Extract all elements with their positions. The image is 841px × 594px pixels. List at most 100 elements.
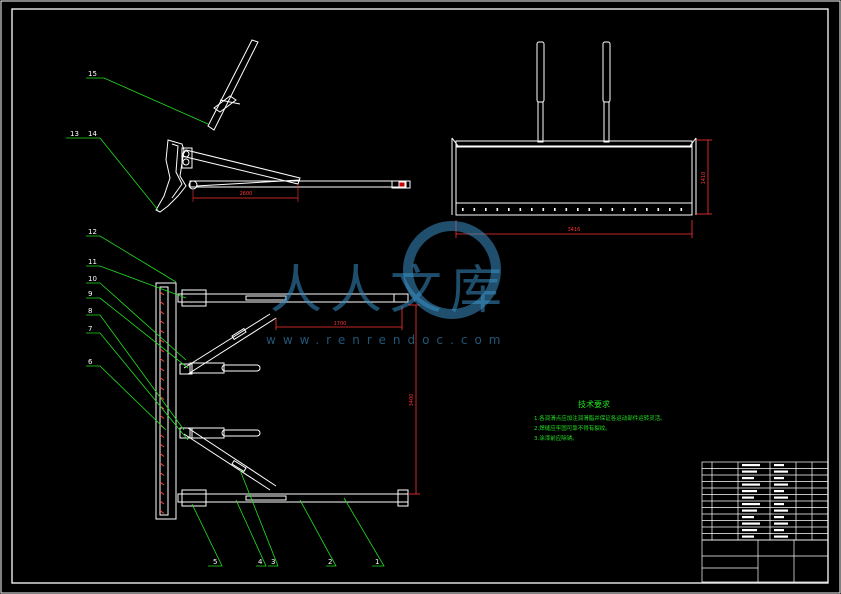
watermark-url: www.renrendoc.com [266, 333, 508, 347]
notes-line-1: 1.各润滑点应加注润滑脂并保证各运动部件运转灵活。 [534, 416, 666, 422]
bolt-mark [623, 208, 625, 211]
bolt-mark [462, 208, 464, 211]
title-block-cell-text [742, 503, 760, 506]
notes-line-2: 2.焊缝应牢固可靠不得有裂纹。 [534, 426, 611, 432]
top-view-hatch [159, 291, 165, 514]
notes-line-3: 3.涂漆前应除锈。 [534, 436, 578, 442]
bolt-mark [634, 208, 637, 211]
part-label-4: 4 [258, 558, 263, 566]
hatch-tick [159, 310, 165, 315]
hatch-tick [159, 415, 165, 419]
title-block-cell-text [742, 470, 757, 473]
part-label-6: 6 [88, 358, 93, 366]
part-labels: 15 13 14 12 11 10 9 8 7 6 5 4 3 2 1 [70, 70, 379, 566]
part-label-9: 9 [88, 290, 92, 298]
title-block-cell-text [774, 490, 784, 493]
notes-title: 技术要求 [578, 400, 610, 409]
bolt-mark [669, 208, 671, 211]
title-block-cell-text [774, 464, 784, 467]
part-label-8: 8 [88, 307, 92, 315]
dim-front-height: 1410 [701, 172, 707, 185]
title-block-cell-text [774, 522, 788, 525]
part-label-12: 12 [88, 228, 97, 236]
title-block-cell-text [742, 496, 754, 499]
hatch-tick [159, 472, 165, 476]
side-view [155, 39, 411, 213]
bolt-mark [542, 208, 545, 211]
title-block-cell-text [742, 535, 754, 538]
bolt-mark [496, 208, 499, 211]
title-block-cell-text [774, 529, 784, 532]
bolt-mark [611, 208, 614, 211]
title-block-cell-text [742, 483, 760, 486]
bolt-mark [519, 208, 522, 211]
bolt-mark [657, 208, 660, 211]
hatch-tick [159, 339, 165, 343]
hatch-tick [159, 377, 165, 381]
hatch-tick [159, 462, 165, 467]
inner-border [11, 8, 829, 584]
title-block-cell-text [742, 490, 757, 493]
title-block-cell-text [774, 496, 788, 499]
dim-top-depth: 3400 [409, 394, 415, 407]
title-block-cell-text [774, 535, 788, 538]
hatch-tick [159, 491, 165, 495]
hatch-tick [159, 500, 165, 505]
title-block-cell-text [774, 509, 788, 512]
hatch-tick [159, 348, 165, 353]
title-block-cell-text [742, 477, 754, 480]
part-label-15: 15 [88, 70, 97, 78]
title-block-cell-text [742, 464, 760, 467]
hatch-tick [159, 291, 165, 296]
bolt-mark [473, 208, 476, 211]
title-block [701, 461, 829, 583]
title-block-cell-text [774, 516, 784, 519]
part-label-3: 3 [271, 558, 275, 566]
part-label-10: 10 [88, 275, 97, 283]
part-label-11: 11 [88, 258, 97, 266]
side-dimension: 2600 [192, 184, 299, 202]
bolt-mark [565, 208, 568, 211]
title-block-cell-text [774, 483, 788, 486]
part-label-7: 7 [88, 325, 92, 333]
bolt-mark [588, 208, 591, 211]
title-block-cell-text [742, 529, 757, 532]
part-label-14: 14 [88, 130, 97, 138]
title-block-cell-text [774, 477, 784, 480]
watermark-logo [403, 221, 501, 319]
title-block-cell-text [742, 509, 757, 512]
title-block-cell-text [774, 470, 788, 473]
title-block-cell-text [774, 503, 784, 506]
bolt-mark [531, 208, 533, 211]
part-label-5: 5 [213, 558, 217, 566]
dim-front-width: 3416 [568, 227, 581, 233]
front-bolt-row [462, 208, 683, 211]
hatch-tick [159, 320, 165, 324]
part-label-2: 2 [328, 558, 332, 566]
hatch-tick [159, 443, 165, 448]
bolt-mark [485, 208, 487, 211]
hatch-tick [159, 358, 165, 362]
title-block-cell-text [742, 516, 754, 519]
part-label-1: 1 [375, 558, 379, 566]
front-view [451, 41, 697, 216]
title-block-fills [742, 464, 788, 538]
bolt-mark [600, 208, 602, 211]
bolt-mark [680, 208, 683, 211]
bolt-mark [508, 208, 510, 211]
hatch-tick [159, 434, 165, 438]
front-dimensions [455, 139, 712, 238]
title-block-cell-text [742, 522, 760, 525]
hatch-tick [159, 301, 165, 305]
dim-top-offset: 1700 [334, 321, 347, 327]
hatch-tick [159, 510, 165, 514]
hatch-tick [159, 481, 165, 486]
hatch-tick [159, 396, 165, 400]
bolt-mark [577, 208, 579, 211]
hatch-tick [159, 453, 165, 457]
bolt-mark [554, 208, 556, 211]
part-label-13: 13 [70, 130, 79, 138]
dim-side-length: 2600 [240, 191, 253, 197]
